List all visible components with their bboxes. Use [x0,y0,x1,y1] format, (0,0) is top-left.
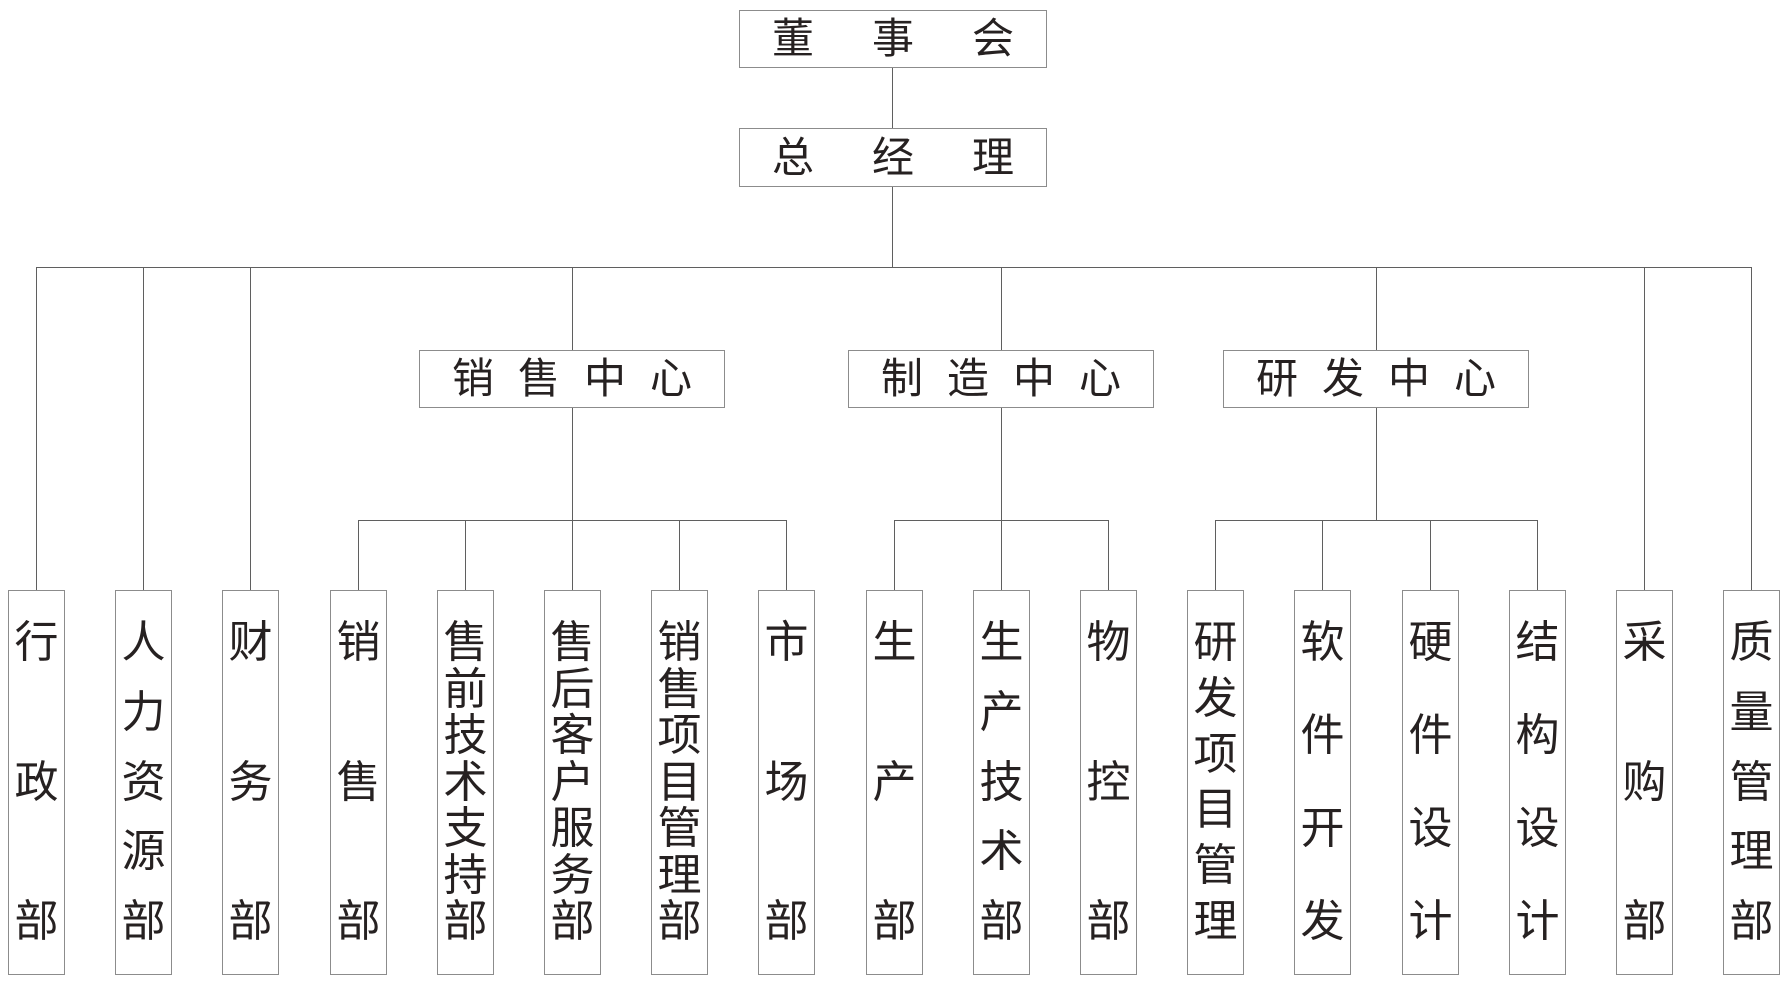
connector-main-trunk [36,267,1752,268]
connector-rd-center-subtrunk [1376,408,1377,520]
connector-drop-aftersales-customer-service [572,520,573,590]
org-node-rd-center: 研发中心 [1223,350,1529,408]
connector-drop-structure-design [1537,520,1538,590]
connector-drop-presales-tech-support [465,520,466,590]
connector-drop-software-development [1322,520,1323,590]
dept-box-procurement: 采购部 [1616,590,1673,975]
dept-box-marketing: 市场部 [758,590,815,975]
dept-box-finance: 财务部 [222,590,279,975]
connector-drop-sales-center [572,267,573,350]
dept-box-aftersales-customer-service: 售后客户服务部 [544,590,601,975]
org-node-board: 董事会 [739,10,1047,68]
dept-box-human-resources: 人力资源部 [115,590,172,975]
connector-drop-rd-project-management [1215,520,1216,590]
connector-manufacturing-center-subtrunk [1001,408,1002,520]
connector-drop-sales-project-management [679,520,680,590]
connector-drop-marketing [786,520,787,590]
org-node-manufacturing-center: 制造中心 [848,350,1154,408]
dept-box-rd-project-management: 研发项目管理 [1187,590,1244,975]
connector-drop-quality-management [1751,267,1752,590]
dept-box-sales: 销售部 [330,590,387,975]
connector-gm-trunk [892,187,893,267]
connector-drop-production-technology [1001,520,1002,590]
connector-drop-production [894,520,895,590]
org-node-general-manager: 总经理 [739,128,1047,187]
dept-box-structure-design: 结构设计 [1509,590,1566,975]
connector-drop-procurement [1644,267,1645,590]
connector-drop-human-resources [143,267,144,590]
connector-sales-center-subtrunk [572,408,573,520]
dept-box-presales-tech-support: 售前技术支持部 [437,590,494,975]
dept-box-software-development: 软件开发 [1294,590,1351,975]
connector-drop-rd-center [1376,267,1377,350]
connector-drop-hardware-design [1430,520,1431,590]
dept-box-admin: 行政部 [8,590,65,975]
connector-drop-material-control [1108,520,1109,590]
connector-board-gm [892,68,893,128]
dept-box-sales-project-management: 销售项目管理部 [651,590,708,975]
connector-rd-subtrunk [1215,520,1537,521]
dept-box-production: 生产部 [866,590,923,975]
connector-drop-manufacturing-center [1001,267,1002,350]
connector-drop-sales [358,520,359,590]
dept-box-material-control: 物控部 [1080,590,1137,975]
dept-box-quality-management: 质量管理部 [1723,590,1780,975]
connector-drop-finance [250,267,251,590]
org-node-sales-center: 销售中心 [419,350,725,408]
dept-box-production-technology: 生产技术部 [973,590,1030,975]
connector-drop-admin [36,267,37,590]
dept-box-hardware-design: 硬件设计 [1402,590,1459,975]
